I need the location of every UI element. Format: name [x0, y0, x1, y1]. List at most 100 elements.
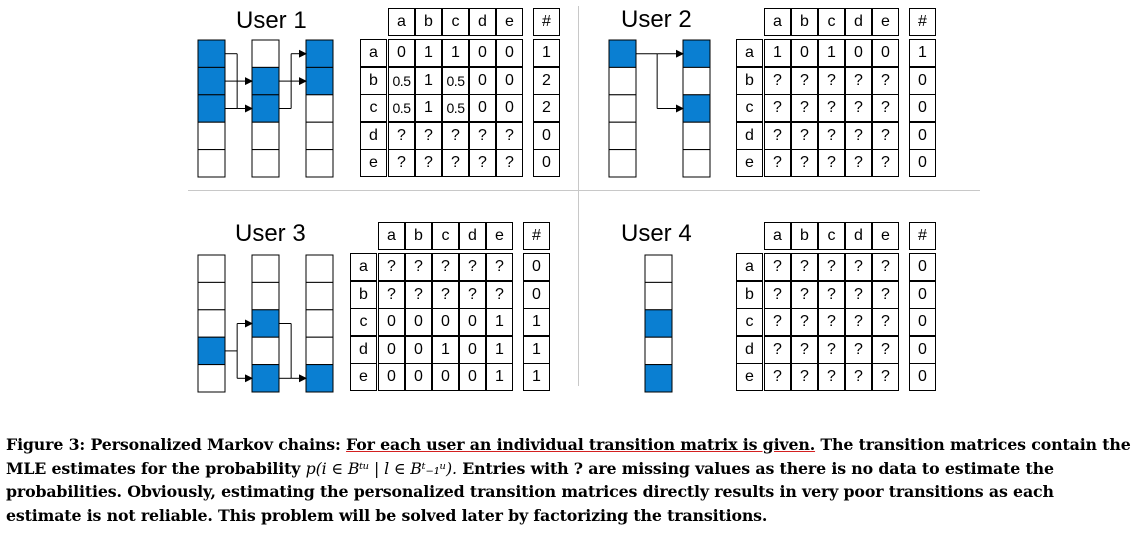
row-label: c: [360, 94, 387, 122]
row-label: d: [360, 121, 387, 150]
matrix-cell: ?: [845, 94, 872, 122]
basket-item-filled: [682, 39, 711, 68]
count-cell: 1: [523, 363, 550, 391]
matrix-cell: ?: [818, 149, 845, 177]
matrix-cell: ?: [764, 335, 791, 364]
matrix-cell: ?: [791, 121, 818, 150]
column-header: b: [791, 8, 818, 36]
basket-item-empty: [682, 121, 711, 151]
user-title: User 1: [236, 7, 307, 34]
user-title: User 4: [621, 220, 692, 247]
row-label: b: [736, 66, 763, 95]
count-cell: 0: [909, 308, 936, 336]
basket-item-empty: [305, 336, 334, 366]
matrix-cell: ?: [459, 280, 486, 309]
matrix-cell: ?: [845, 308, 872, 336]
matrix-cell: 0: [469, 39, 496, 67]
basket-item-empty: [682, 149, 711, 178]
count-cell: 0: [533, 121, 560, 150]
matrix-cell: ?: [496, 121, 523, 150]
column-header: e: [872, 8, 899, 36]
count-cell: 0: [909, 66, 936, 95]
matrix-cell: ?: [872, 335, 899, 364]
matrix-cell: 0: [459, 335, 486, 364]
matrix-cell: ?: [459, 253, 486, 281]
count-cell: 1: [523, 308, 550, 336]
matrix-cell: ?: [415, 121, 442, 150]
basket-item-filled: [251, 94, 280, 123]
column-header: c: [442, 8, 469, 36]
basket-item-filled: [644, 309, 673, 338]
column-header: b: [415, 8, 442, 36]
matrix-cell: 0: [469, 94, 496, 122]
matrix-cell: 0: [459, 308, 486, 336]
matrix-cell: 0: [378, 308, 405, 336]
column-header: d: [845, 222, 872, 250]
count-cell: 1: [909, 39, 936, 67]
panel-divider-horizontal: [188, 190, 980, 191]
count-cell: 0: [909, 335, 936, 364]
basket-item-empty: [305, 309, 334, 338]
count-column-header: #: [909, 8, 936, 36]
matrix-cell: 1: [415, 66, 442, 95]
matrix-cell: 0: [845, 39, 872, 67]
column-header: e: [872, 222, 899, 250]
basket-item-empty: [644, 336, 673, 366]
basket-item-empty: [197, 309, 226, 338]
matrix-cell: 0.5: [388, 94, 415, 122]
basket-item-filled: [305, 364, 334, 393]
matrix-cell: 0: [872, 39, 899, 67]
matrix-cell: 0: [791, 39, 818, 67]
basket-item-empty: [305, 94, 334, 123]
panel-divider-vertical: [578, 6, 579, 386]
column-header: b: [405, 222, 432, 250]
basket-item-empty: [608, 149, 637, 178]
row-label: a: [736, 253, 763, 281]
matrix-cell: ?: [764, 94, 791, 122]
matrix-cell: ?: [818, 121, 845, 150]
matrix-cell: ?: [791, 94, 818, 122]
matrix-cell: ?: [818, 280, 845, 309]
matrix-cell: ?: [791, 335, 818, 364]
basket-item-empty: [197, 121, 226, 151]
basket-item-empty: [197, 254, 226, 283]
matrix-cell: 1: [818, 39, 845, 67]
row-label: b: [360, 66, 387, 95]
matrix-cell: 0: [496, 66, 523, 95]
matrix-cell: ?: [486, 280, 513, 309]
count-cell: 1: [533, 39, 560, 67]
column-header: a: [378, 222, 405, 250]
caption-text-part2: Entries with ? are missing values as the…: [6, 458, 1054, 525]
matrix-cell: 0: [459, 363, 486, 391]
matrix-cell: ?: [496, 149, 523, 177]
matrix-cell: 1: [442, 39, 469, 67]
matrix-cell: ?: [764, 308, 791, 336]
basket-item-filled: [197, 336, 226, 366]
basket-item-empty: [608, 66, 637, 96]
column-header: d: [845, 8, 872, 36]
basket-item-empty: [251, 281, 280, 311]
count-cell: 0: [909, 149, 936, 177]
row-label: e: [350, 363, 377, 391]
count-column-header: #: [533, 8, 560, 36]
column-header: d: [459, 222, 486, 250]
matrix-cell: ?: [432, 253, 459, 281]
matrix-cell: ?: [845, 253, 872, 281]
matrix-cell: ?: [764, 149, 791, 177]
matrix-cell: ?: [764, 66, 791, 95]
row-label: c: [350, 308, 377, 336]
row-label: a: [736, 39, 763, 67]
row-label: a: [350, 253, 377, 281]
matrix-cell: ?: [791, 149, 818, 177]
matrix-cell: ?: [764, 363, 791, 391]
matrix-cell: ?: [791, 363, 818, 391]
caption-underlined-sentence: For each user an individual transition m…: [346, 435, 816, 454]
matrix-cell: 0: [496, 39, 523, 67]
matrix-cell: ?: [818, 363, 845, 391]
basket-item-empty: [251, 336, 280, 366]
column-header: e: [486, 222, 513, 250]
matrix-cell: ?: [845, 280, 872, 309]
matrix-cell: ?: [791, 66, 818, 95]
row-label: c: [736, 308, 763, 336]
matrix-cell: 0: [496, 94, 523, 122]
